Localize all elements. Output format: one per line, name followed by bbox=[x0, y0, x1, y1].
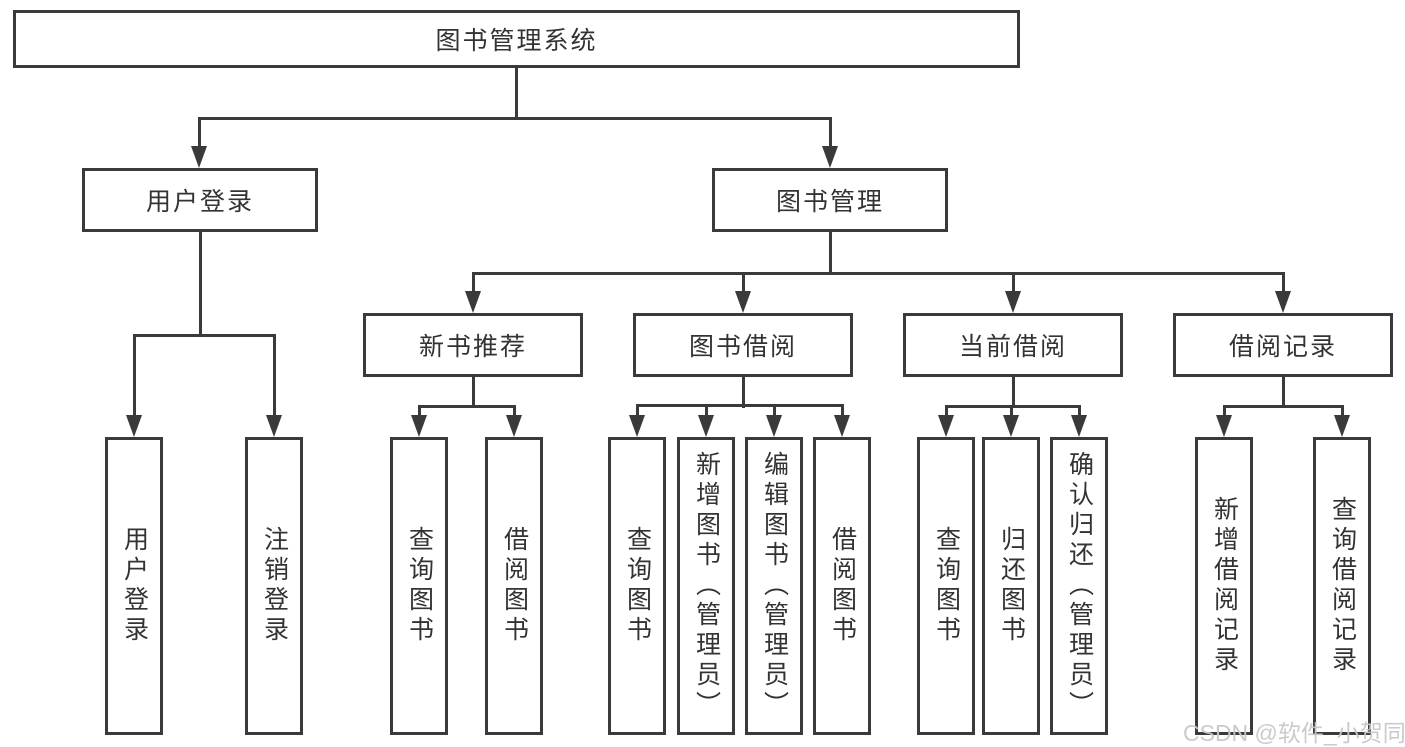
arrowhead-icon bbox=[834, 415, 850, 437]
arrow-shaft bbox=[841, 404, 844, 419]
node-label: 新增借阅记录 bbox=[1210, 496, 1239, 676]
arrowhead-icon bbox=[411, 415, 427, 437]
arrowhead-icon bbox=[698, 415, 714, 437]
arrowhead-icon bbox=[822, 146, 838, 168]
connector-vline bbox=[472, 377, 475, 408]
node-user-login: 用户登录 bbox=[82, 168, 318, 232]
arrowhead-icon bbox=[1003, 415, 1019, 437]
node-leaf-user-login: 用户登录 bbox=[105, 437, 163, 735]
node-root: 图书管理系统 bbox=[13, 10, 1020, 68]
arrowhead-icon bbox=[126, 415, 142, 437]
arrow-shaft bbox=[273, 334, 276, 419]
connector-hline bbox=[636, 404, 843, 407]
arrow-shaft bbox=[472, 272, 475, 295]
node-label: 查询图书 bbox=[932, 526, 961, 646]
connector-vline bbox=[1282, 377, 1285, 408]
arrow-shaft bbox=[418, 405, 421, 419]
node-label: 图书借阅 bbox=[688, 333, 797, 361]
connector-vline bbox=[199, 232, 202, 336]
node-label: 借阅图书 bbox=[500, 526, 529, 646]
node-leaf-query-books-3: 查询图书 bbox=[917, 437, 975, 735]
node-leaf-borrow-books-1: 借阅图书 bbox=[485, 437, 543, 735]
arrowhead-icon bbox=[1005, 291, 1021, 313]
arrow-shaft bbox=[133, 334, 136, 419]
node-current-borrow: 当前借阅 bbox=[903, 313, 1123, 377]
node-label: 新书推荐 bbox=[418, 333, 527, 361]
node-book-management: 图书管理 bbox=[712, 168, 948, 232]
node-label: 查询借阅记录 bbox=[1328, 496, 1357, 676]
node-leaf-add-book-admin: 新增图书（管理员） bbox=[677, 437, 735, 735]
arrowhead-icon bbox=[629, 415, 645, 437]
node-label: 查询图书 bbox=[623, 526, 652, 646]
node-label: 当前借阅 bbox=[958, 333, 1067, 361]
node-label: 编辑图书（管理员） bbox=[760, 451, 789, 721]
node-leaf-query-borrow-record: 查询借阅记录 bbox=[1313, 437, 1371, 735]
connector-hline bbox=[198, 117, 831, 120]
arrowhead-icon bbox=[1071, 415, 1087, 437]
arrow-shaft bbox=[1282, 272, 1285, 295]
arrow-shaft bbox=[1341, 405, 1344, 419]
node-label: 用户登录 bbox=[120, 526, 149, 646]
node-leaf-query-books-2: 查询图书 bbox=[608, 437, 666, 735]
arrowhead-icon bbox=[938, 415, 954, 437]
node-label: 确认归还（管理员） bbox=[1065, 451, 1094, 721]
connector-vline bbox=[515, 68, 518, 118]
connector-vline bbox=[1012, 377, 1015, 408]
connector-hline bbox=[418, 405, 515, 408]
node-label: 归还图书 bbox=[997, 526, 1026, 646]
node-label: 图书管理 bbox=[775, 188, 884, 216]
arrowhead-icon bbox=[766, 415, 782, 437]
arrowhead-icon bbox=[735, 291, 751, 313]
arrow-shaft bbox=[829, 117, 832, 150]
arrowhead-icon bbox=[506, 415, 522, 437]
arrow-shaft bbox=[1010, 405, 1013, 419]
arrow-shaft bbox=[945, 405, 948, 419]
node-leaf-logout: 注销登录 bbox=[245, 437, 303, 735]
node-leaf-borrow-books-2: 借阅图书 bbox=[813, 437, 871, 735]
node-root-label: 图书管理系统 bbox=[435, 27, 598, 55]
node-label: 查询图书 bbox=[405, 526, 434, 646]
node-leaf-query-books-1: 查询图书 bbox=[390, 437, 448, 735]
node-leaf-return-book: 归还图书 bbox=[982, 437, 1040, 735]
arrowhead-icon bbox=[191, 146, 207, 168]
node-label: 借阅图书 bbox=[828, 526, 857, 646]
watermark-text: CSDN @软件_小贺同学 bbox=[1183, 720, 1405, 746]
connector-hline bbox=[1223, 405, 1343, 408]
node-leaf-confirm-return-admin: 确认归还（管理员） bbox=[1050, 437, 1108, 735]
arrowhead-icon bbox=[266, 415, 282, 437]
arrow-shaft bbox=[198, 117, 201, 150]
arrow-shaft bbox=[1078, 405, 1081, 419]
node-label: 新增图书（管理员） bbox=[692, 451, 721, 721]
arrowhead-icon bbox=[1275, 291, 1291, 313]
connector-vline bbox=[829, 232, 832, 274]
arrow-shaft bbox=[773, 404, 776, 419]
connector-vline bbox=[742, 377, 745, 408]
node-label: 借阅记录 bbox=[1228, 333, 1337, 361]
arrow-shaft bbox=[1223, 405, 1226, 419]
arrow-shaft bbox=[636, 404, 639, 419]
node-label: 用户登录 bbox=[145, 188, 254, 216]
connector-hline bbox=[472, 272, 1284, 275]
arrow-shaft bbox=[742, 272, 745, 295]
node-book-borrow: 图书借阅 bbox=[633, 313, 853, 377]
node-leaf-edit-book-admin: 编辑图书（管理员） bbox=[745, 437, 803, 735]
arrowhead-icon bbox=[1216, 415, 1232, 437]
arrowhead-icon bbox=[465, 291, 481, 313]
arrow-shaft bbox=[513, 405, 516, 419]
node-leaf-add-borrow-record: 新增借阅记录 bbox=[1195, 437, 1253, 735]
arrow-shaft bbox=[705, 404, 708, 419]
node-new-book-recommend: 新书推荐 bbox=[363, 313, 583, 377]
arrowhead-icon bbox=[1334, 415, 1350, 437]
node-label: 注销登录 bbox=[260, 526, 289, 646]
arrow-shaft bbox=[1012, 272, 1015, 295]
connector-hline bbox=[133, 334, 275, 337]
node-borrow-records: 借阅记录 bbox=[1173, 313, 1393, 377]
